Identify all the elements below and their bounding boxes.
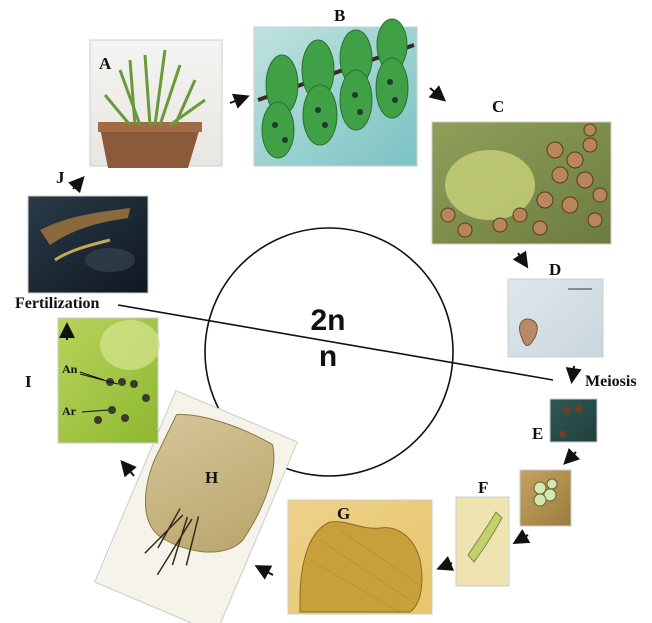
arrow-f2-to-g bbox=[440, 563, 452, 568]
stage-letter-i: I bbox=[25, 372, 32, 392]
stage-letter-b: B bbox=[334, 6, 345, 26]
arrow-h-to-i bbox=[123, 463, 134, 476]
haploid-label: n bbox=[298, 340, 358, 374]
arrow-c-to-d bbox=[518, 253, 526, 265]
stage-letter-d: D bbox=[549, 260, 561, 280]
photo-d bbox=[508, 279, 603, 357]
stage-letter-c: C bbox=[492, 97, 504, 117]
photo-i bbox=[58, 318, 160, 443]
stage-letter-e: E bbox=[532, 424, 543, 444]
photo-f-filament bbox=[456, 497, 509, 586]
photo-c bbox=[432, 122, 611, 244]
antheridium-label: An bbox=[62, 362, 77, 377]
stage-letter-j: J bbox=[56, 168, 65, 188]
arrow-a-to-b bbox=[230, 97, 246, 103]
photo-b bbox=[254, 19, 417, 166]
diploid-label: 2n bbox=[298, 304, 358, 338]
photo-e bbox=[550, 399, 597, 442]
arrow-f-to-f2 bbox=[516, 535, 528, 542]
stage-letter-f: F bbox=[478, 478, 488, 498]
arrow-d-to-e bbox=[572, 366, 574, 380]
fertilization-label: Fertilization bbox=[15, 295, 99, 313]
photo-f-cluster bbox=[520, 470, 571, 526]
arrow-e-to-f bbox=[566, 452, 576, 462]
photo-g bbox=[288, 500, 432, 614]
archegonium-label: Ar bbox=[62, 404, 76, 419]
photo-j bbox=[28, 196, 148, 293]
arrow-b-to-c bbox=[430, 88, 443, 99]
arrow-g-to-h bbox=[258, 567, 273, 575]
stage-letter-a: A bbox=[99, 54, 111, 74]
meiosis-label: Meiosis bbox=[585, 373, 637, 391]
stage-letter-g: G bbox=[337, 504, 350, 524]
arrow-j-to-a bbox=[73, 179, 82, 189]
stage-letter-h: H bbox=[205, 468, 218, 488]
